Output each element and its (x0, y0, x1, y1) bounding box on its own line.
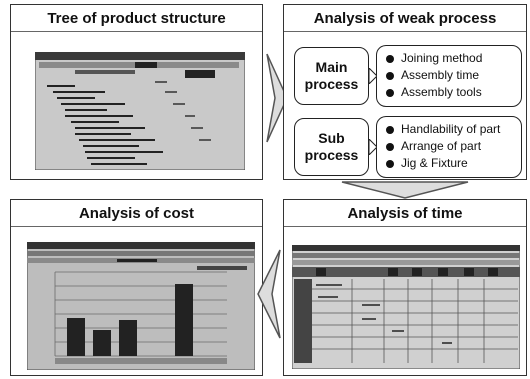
main-process-items: Joining method Assembly time Assembly to… (386, 50, 482, 101)
connector-arrow-icon (369, 139, 377, 155)
time-panel: Analysis of time (283, 199, 527, 376)
sub-items-box (376, 116, 522, 178)
product-tree-spreadsheet-image (35, 52, 245, 170)
main-items-box (376, 45, 522, 107)
list-item: Joining method (386, 50, 482, 67)
list-item: Handlability of part (386, 121, 500, 138)
weak-process-panel-title: Analysis of weak process (284, 7, 526, 32)
cost-panel-title: Analysis of cost (11, 202, 262, 227)
bullet-icon (386, 125, 394, 134)
arrow-down-icon (341, 181, 469, 199)
arrow-left-icon (257, 249, 281, 339)
bullet-icon (386, 88, 394, 97)
sub-process-box: Sub process (294, 118, 369, 176)
list-item: Assembly time (386, 67, 482, 84)
tree-panel-title: Tree of product structure (11, 7, 262, 32)
weak-process-panel: Analysis of weak process Main process Jo… (283, 4, 527, 180)
tree-panel: Tree of product structure (10, 4, 263, 180)
arrow-right-icon (266, 53, 288, 143)
time-spreadsheet-image (292, 245, 520, 369)
connector-arrow-icon (369, 68, 377, 84)
list-item: Assembly tools (386, 84, 482, 101)
bullet-icon (386, 142, 394, 151)
main-process-box: Main process (294, 47, 369, 105)
sub-process-items: Handlability of part Arrange of part Jig… (386, 121, 500, 172)
bullet-icon (386, 159, 394, 168)
list-item: Jig & Fixture (386, 155, 500, 172)
list-item: Arrange of part (386, 138, 500, 155)
time-panel-title: Analysis of time (284, 202, 526, 227)
bullet-icon (386, 71, 394, 80)
cost-panel: Analysis of cost (10, 199, 263, 376)
cost-chart-spreadsheet-image (27, 242, 255, 370)
bullet-icon (386, 54, 394, 63)
